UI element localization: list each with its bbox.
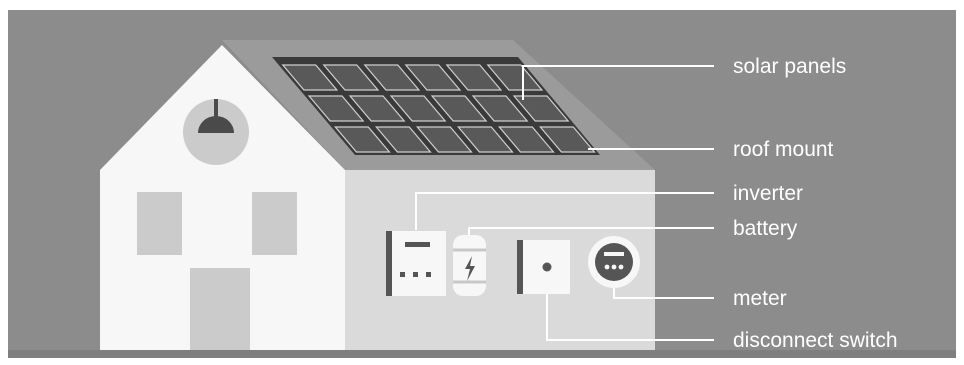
- label-roof-mount: roof mount: [733, 138, 834, 161]
- battery: [453, 235, 486, 296]
- front-window-right: [252, 192, 297, 255]
- label-disconnect-switch: disconnect switch: [733, 329, 898, 352]
- label-inverter: inverter: [733, 182, 803, 205]
- label-solar-panels: solar panels: [733, 55, 846, 78]
- disconnect-switch: [517, 240, 570, 294]
- label-battery: battery: [733, 217, 798, 240]
- front-window-left: [137, 192, 182, 255]
- meter: [588, 236, 640, 288]
- inverter: [386, 231, 446, 296]
- front-door: [190, 268, 250, 350]
- label-meter: meter: [733, 287, 787, 310]
